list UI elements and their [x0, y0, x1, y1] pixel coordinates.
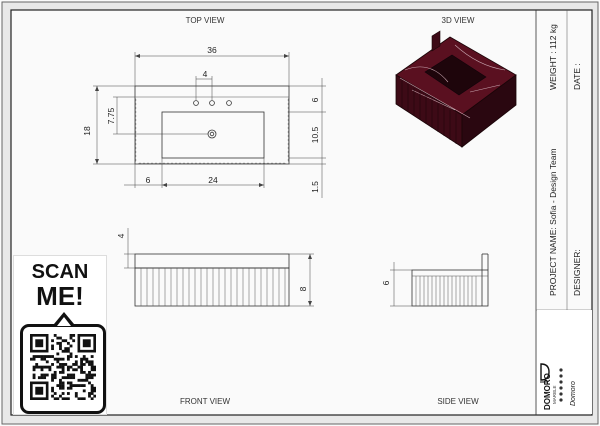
dim-left-offset: 6 [146, 175, 151, 185]
top-view-bowl [161, 111, 265, 159]
top-view: 36 4 18 7.75 6 10.5 [82, 45, 326, 198]
front-view-title: FRONT VIEW [180, 397, 231, 406]
side-view-title: SIDE VIEW [437, 397, 479, 406]
logo-brand: DOMORO [543, 373, 552, 410]
front-view: 4 8 [116, 228, 314, 307]
dim-drain-offset: 7.75 [106, 107, 116, 124]
tap-hole-right-icon [226, 100, 232, 106]
date-label: DATE : [572, 63, 582, 90]
side-view-body [411, 269, 489, 307]
iso-backsplash [431, 30, 441, 52]
logo-signature: Domoro [570, 381, 577, 406]
tap-hole-left-icon [193, 100, 199, 106]
top-view-flute-left [134, 97, 137, 163]
weight-label: WEIGHT : 112 kg [548, 24, 558, 90]
tap-hole-center-icon [209, 100, 215, 106]
dim-tap-spacing: 4 [203, 69, 208, 79]
logo-dots-icon [559, 368, 563, 402]
logo-sub: MARBLE [552, 385, 557, 404]
dim-rim-depth: 6 [310, 97, 320, 102]
side-view-flutes [415, 276, 477, 306]
drain-inner-icon [209, 131, 215, 137]
top-view-flute-front [137, 162, 287, 165]
project-name-label: PROJECT NAME: Sofia - Design Team [548, 148, 558, 296]
logo-mark-icon [540, 363, 550, 383]
iso-view-title: 3D VIEW [442, 16, 475, 25]
dim-bowl-width: 24 [208, 175, 218, 185]
qr-code-icon[interactable] [30, 334, 96, 400]
iso-basin [424, 54, 487, 96]
scan-text: SCAN [31, 261, 89, 283]
logo-box: Domoro DOMORO MARBLE [537, 310, 592, 414]
dim-front-lip: 1.5 [310, 181, 320, 193]
iso-view [395, 30, 517, 148]
qr-frame [20, 324, 106, 414]
dim-side-height: 6 [381, 280, 391, 285]
iso-marble-veins [399, 44, 506, 119]
front-view-body [134, 267, 290, 307]
logo-canvas: Domoro DOMORO MARBLE [540, 363, 577, 410]
dim-bowl-depth: 10.5 [310, 126, 320, 143]
qr-panel[interactable]: SCAN ME! [13, 255, 107, 415]
top-view-flute-right [287, 97, 290, 163]
front-view-flutes [140, 268, 286, 306]
top-view-title: TOP VIEW [186, 16, 225, 25]
side-view: 6 [381, 253, 489, 307]
designer-label: DESIGNER: [572, 249, 582, 296]
iso-flutes [401, 80, 457, 144]
iso-side-face [461, 74, 517, 148]
dim-depth: 18 [82, 126, 92, 136]
dim-top-width: 36 [207, 45, 217, 55]
dim-front-top: 4 [116, 233, 126, 238]
me-text: ME! [36, 281, 84, 311]
dim-front-height: 8 [298, 286, 308, 291]
